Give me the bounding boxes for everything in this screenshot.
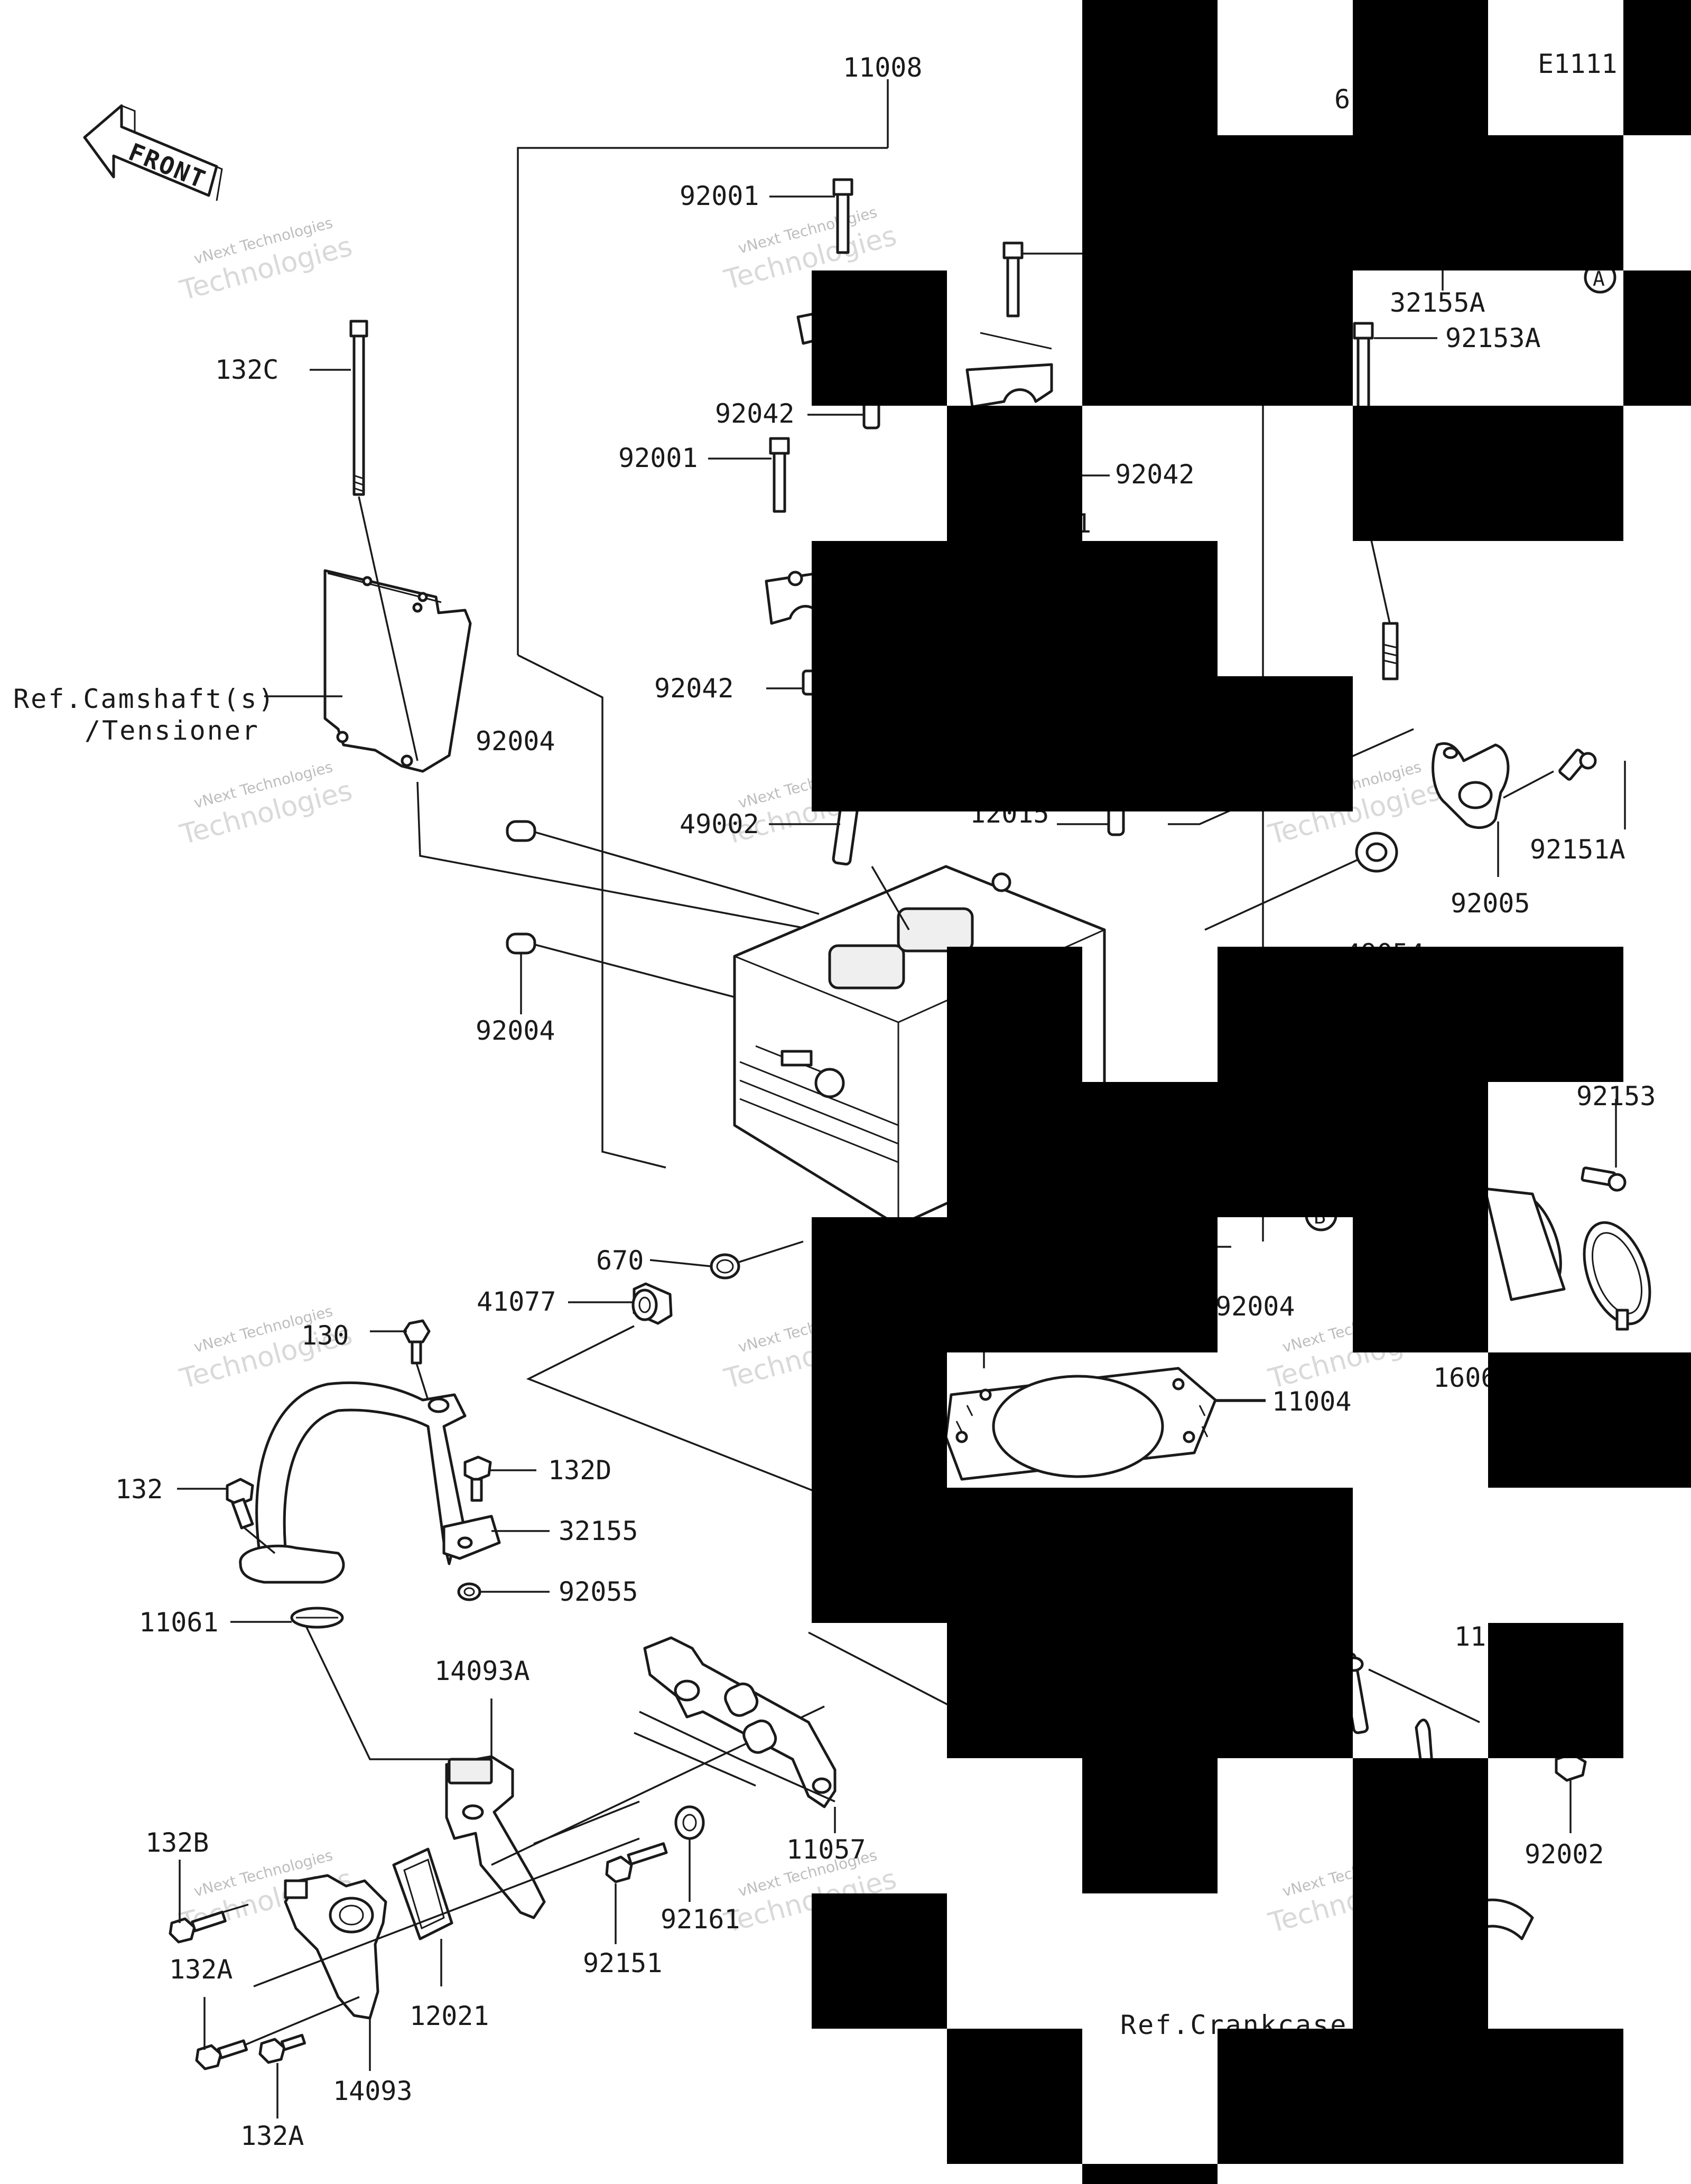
- leader-lines: [177, 195, 1626, 2118]
- pipe-bracket-32155: [255, 1381, 501, 1565]
- callout-92151a: 92151A: [1530, 834, 1625, 865]
- collar-icon: [724, 1682, 759, 1717]
- callout-92161: 92161: [661, 1904, 740, 1935]
- callout-12021: 12021: [410, 2001, 489, 2031]
- callout-1606-partial: 1606: [1433, 1362, 1497, 1393]
- bolt-132a-icon: [258, 2033, 306, 2064]
- callout-92153: 92153: [1576, 1081, 1656, 1112]
- callout-14093: 14093: [333, 2076, 413, 2106]
- callout-92042: 92042: [654, 673, 734, 704]
- redaction-blocks: [812, 0, 1691, 2184]
- callout-92042: 92042: [1115, 459, 1195, 490]
- collar-icon: [742, 1719, 777, 1754]
- callout-41077: 41077: [477, 1286, 556, 1317]
- watermark: vNext Technologies Technologies: [176, 214, 356, 307]
- callout-132c: 132C: [215, 354, 278, 385]
- callout-132: 132: [115, 1474, 163, 1505]
- callout-92004: 92004: [476, 726, 555, 757]
- callout-92004: 92004: [1215, 1291, 1295, 1322]
- callout-11057: 11057: [786, 1834, 866, 1865]
- callout-11004: 11004: [1272, 1386, 1352, 1417]
- washer-92055-icon: [457, 1582, 481, 1601]
- plug-49054-icon: [1355, 832, 1398, 873]
- dowel-92004-icon: [506, 932, 536, 955]
- crankcase-lug-icon: [1478, 1898, 1534, 1940]
- clamp-16066-icon: [1583, 1221, 1651, 1331]
- o-ring-670-icon: [710, 1253, 740, 1280]
- callout-11-partial: 11: [1454, 1621, 1486, 1652]
- dowel-92004-icon: [506, 820, 536, 842]
- bolt-92153-icon: [1581, 1166, 1627, 1192]
- callout-92001: 92001: [618, 443, 698, 473]
- callout-92151: 92151: [583, 1948, 663, 1978]
- intake-pipe-icon: [1483, 1187, 1566, 1301]
- svg-text:A: A: [1593, 267, 1605, 291]
- head-gasket-11004: [944, 1367, 1217, 1481]
- housing-14093a: [445, 1755, 546, 1919]
- callout-92153a: 92153A: [1445, 323, 1541, 353]
- gasket-12021: [392, 1847, 453, 1940]
- callout-132a: 132A: [169, 1954, 233, 1985]
- callout-92042: 92042: [715, 398, 795, 429]
- callout-32155a: 32155A: [1390, 287, 1485, 318]
- bolt-92001-icon: [769, 437, 790, 513]
- callout-130: 130: [301, 1320, 349, 1351]
- bolt-132a-icon: [195, 2039, 248, 2070]
- bracket-11057: [643, 1636, 837, 1808]
- callout-92055: 92055: [559, 1576, 638, 1607]
- callout-92001: 92001: [680, 181, 759, 211]
- callout-92005: 92005: [1451, 888, 1530, 919]
- callout-670: 670: [596, 1245, 644, 1276]
- ref-camshaft-tensioner-line1: Ref.Camshaft(s): [13, 684, 276, 714]
- callout-49002: 49002: [680, 809, 759, 839]
- bolt-92001-icon: [1002, 241, 1024, 318]
- bolt-92001-icon: [832, 178, 853, 254]
- callout-92004: 92004: [476, 1015, 555, 1046]
- callout-92002: 92002: [1525, 1839, 1604, 1870]
- watermark: vNext Technologies Technologies: [176, 758, 356, 851]
- callout-14093a: 14093A: [434, 1656, 530, 1686]
- bolt-132-icon: [226, 1478, 254, 1529]
- callout-32155: 32155: [559, 1516, 638, 1546]
- bolt-132c-icon: [349, 320, 368, 496]
- callout-132d: 132D: [548, 1455, 611, 1486]
- callout-11061: 11061: [139, 1607, 219, 1638]
- plug-41077-icon: [631, 1282, 673, 1325]
- bolt-132b-icon: [169, 1910, 227, 1944]
- bolt-132d-icon: [463, 1455, 492, 1502]
- bolt-130-icon: [403, 1319, 431, 1365]
- cam-cap-icon: [965, 332, 1053, 408]
- ref-camshaft-tensioner-line2: /Tensioner: [85, 715, 259, 746]
- callout-132a: 132A: [240, 2121, 304, 2151]
- diagram-code: E1111: [1538, 49, 1618, 79]
- housing-14093: [284, 1874, 387, 2020]
- front-arrow-icon: FRONT: [83, 104, 223, 201]
- bolt-92151-icon: [605, 1842, 668, 1883]
- water-outlet-92005-icon: [1432, 742, 1510, 829]
- callout-11008: 11008: [843, 52, 923, 83]
- mount-plate-icon: [239, 1544, 345, 1584]
- gasket-11061-icon: [290, 1607, 344, 1629]
- bolt-92151a-icon: [1558, 749, 1597, 781]
- collar-92161-icon: [674, 1805, 705, 1840]
- callout-132b: 132B: [145, 1827, 209, 1858]
